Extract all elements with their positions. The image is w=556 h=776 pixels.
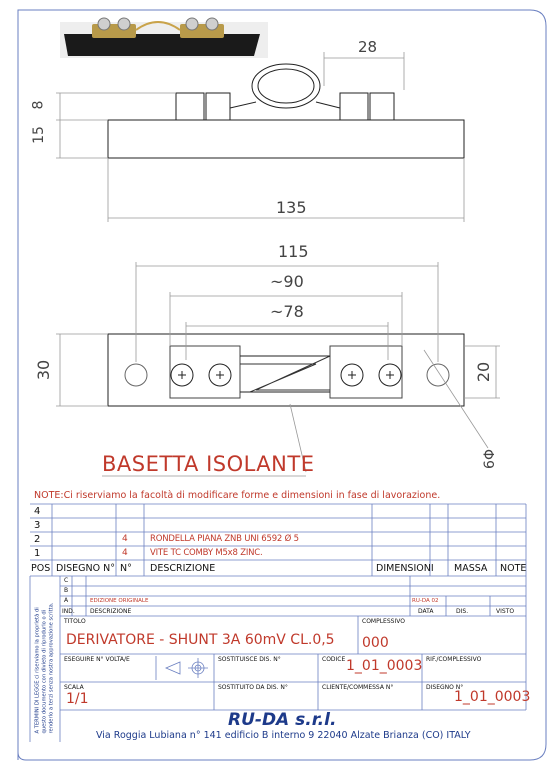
rev-desc-a: EDIZIONE ORIGINALE [90,598,149,604]
disegno-value: 1_01_0003 [454,689,531,705]
dim-15: 15 [30,126,47,144]
top-dimensions [56,262,500,477]
bom-pos-2: 2 [34,534,41,545]
company-name: RU-DA s.r.l. [228,710,337,730]
rev-ind-b: B [64,587,69,594]
complessivo-value: 000 [362,635,389,651]
bom-pos-4: 4 [34,506,41,517]
rev-ind-c: C [64,577,69,584]
eseguire-label: ESEGUIRE N° VOLTA/E [64,656,130,663]
dim-8: 8 [30,100,47,110]
rev-data-a: RU-DA 02 [412,598,439,604]
bom-table [30,503,527,577]
scala-label: SCALA [64,684,84,691]
part-photo [60,17,268,58]
complessivo-label: COMPLESSIVO [362,618,405,625]
rev-header-dis: DIS. [456,608,469,615]
bom-pos-1: 1 [34,548,41,559]
bom-pos-3: 3 [34,520,41,531]
sostituito-label: SOSTITUITO DA DIS. N° [218,684,288,691]
projection-symbol [164,658,208,678]
title-block [29,576,527,742]
codice-label: CODICE [322,656,346,663]
disegno-label: DISEGNO N° [426,684,464,691]
bom-header-note: NOTE [500,563,527,574]
rif-label: RIF./COMPLESSIVO [426,656,482,663]
titolo-value: DERIVATORE - SHUNT 3A 60mV CL.0,5 [66,632,335,648]
titolo-label: TITOLO [64,618,86,625]
scala-value: 1/1 [66,691,89,707]
rev-header-visto: VISTO [496,608,515,615]
top-view [107,333,465,407]
rev-ind-a: A [64,597,69,604]
bom-desc-2: RONDELLA PIANA ZNB UNI 6592 Ø 5 [150,534,299,544]
bom-header-dim: DIMENSIONI [376,563,434,574]
bom-qty-1: 4 [122,548,128,558]
dim-115: 115 [278,242,309,261]
bom-qty-2: 4 [122,534,128,544]
dim-hole: 6Φ [481,449,498,469]
rev-header-desc: DESCRIZIONE [90,608,132,615]
dim-78: ~78 [270,302,304,321]
legal-notice: A TERMINI DI LEGGE ci riserviamo la prop… [34,602,55,734]
dim-30: 30 [34,359,54,381]
bom-header-qty: N° [120,563,132,574]
part-label: BASETTA ISOLANTE [102,452,315,476]
note-text: NOTE:Ci riserviamo la facoltà di modific… [34,490,441,501]
codice-value: 1_01_0003 [346,658,423,674]
bom-desc-1: VITE TC COMBY M5x8 ZINC. [150,548,263,558]
side-view [107,63,465,159]
sostituisce-label: SOSTITUISCE DIS. N° [218,656,281,663]
rev-header-ind: IND. [62,608,75,615]
company-address: Via Roggia Lubiana n° 141 edificio B int… [96,730,471,741]
bom-header-mass: MASSA [454,563,488,574]
cliente-label: CLIENTE/COMMESSA N° [322,684,394,691]
dim-28: 28 [358,38,378,56]
dim-90: ~90 [270,272,304,291]
side-dimensions [56,52,465,222]
dim-135: 135 [276,198,307,217]
rev-header-data: DATA [418,608,434,615]
dim-20: 20 [474,361,494,383]
bom-header-desc: DESCRIZIONE [150,563,216,574]
bom-header-dwg: DISEGNO N° [56,563,115,574]
bom-header-pos: POS [31,563,51,574]
